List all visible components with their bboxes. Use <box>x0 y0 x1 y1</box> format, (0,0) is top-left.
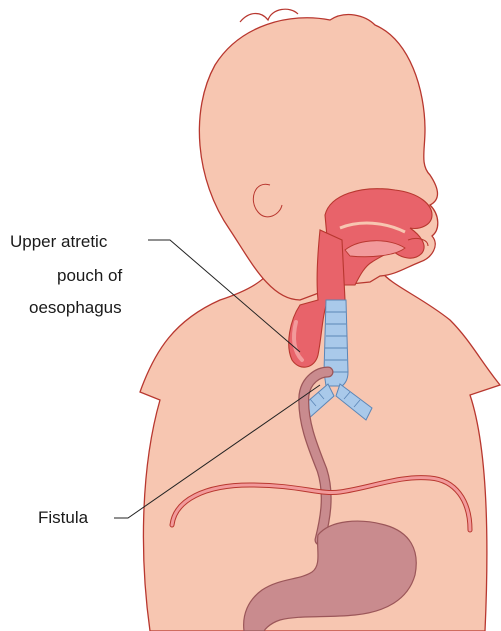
label-upper-pouch-line1: Upper atretic <box>10 232 107 252</box>
label-upper-pouch-line3: oesophagus <box>29 298 122 318</box>
label-fistula: Fistula <box>38 508 88 528</box>
label-upper-pouch-line2: pouch of <box>57 266 122 286</box>
